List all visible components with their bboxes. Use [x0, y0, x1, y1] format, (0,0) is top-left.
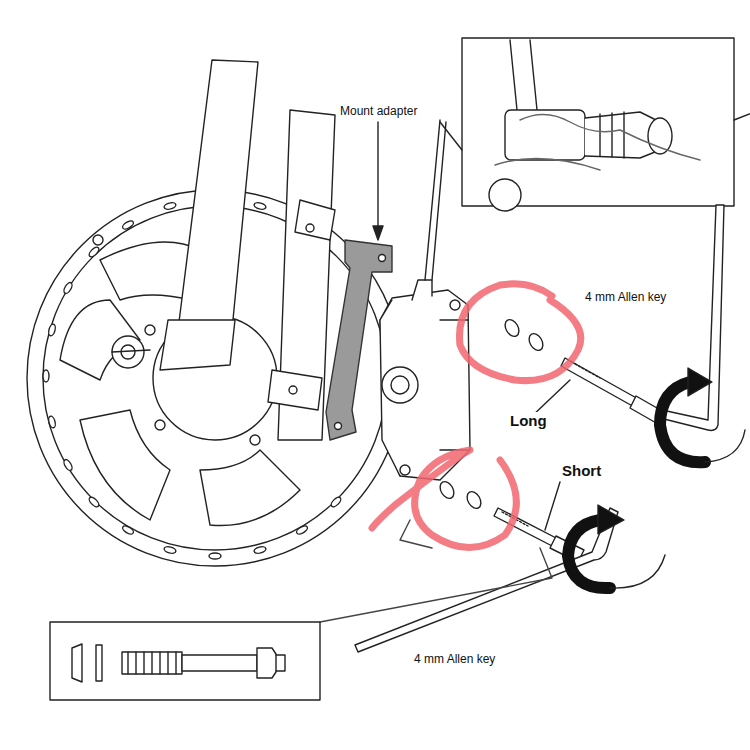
- allen-keys: [355, 205, 745, 652]
- fork: [112, 60, 335, 440]
- highlight-circles: [372, 284, 581, 548]
- tool-label: 4 mm Allen key: [583, 290, 668, 304]
- brake-caliper: [380, 120, 470, 480]
- part-label: Mount adapter: [338, 104, 419, 118]
- leader-lines: [373, 122, 570, 530]
- tool-label: 4 mm Allen key: [412, 652, 497, 666]
- bolt-label: Short: [560, 462, 603, 479]
- fixing-bolts: [437, 317, 664, 562]
- hose-inset: [440, 38, 750, 211]
- bolt-label: Long: [508, 412, 549, 429]
